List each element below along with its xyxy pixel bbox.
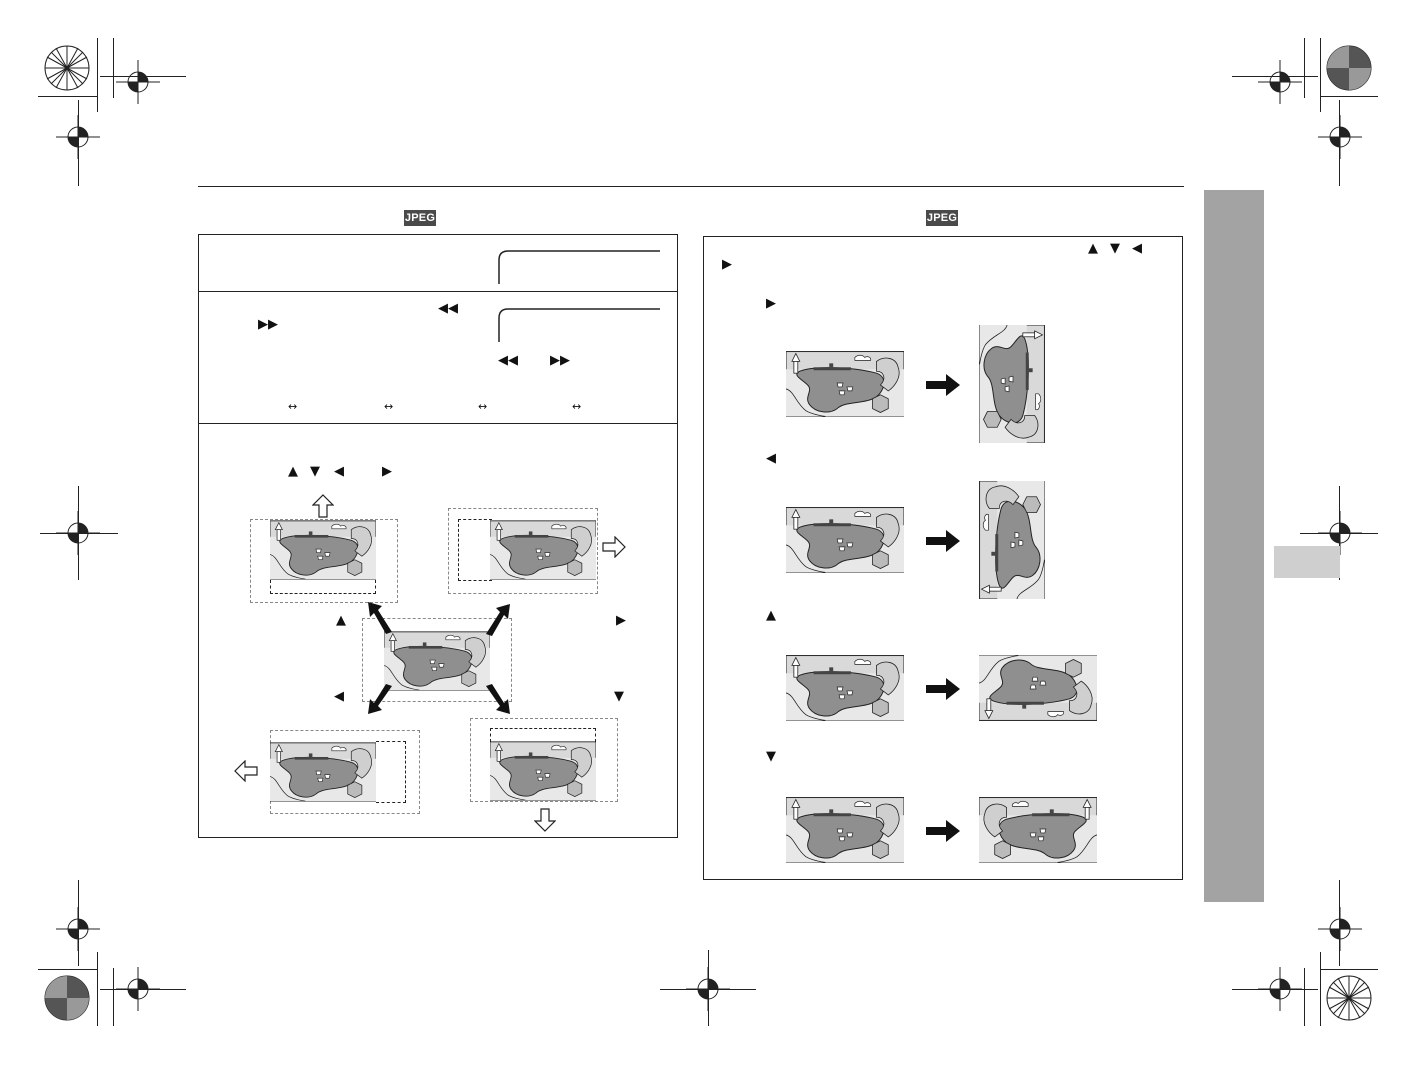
right-icon: ▶: [616, 613, 626, 628]
left-icon: ◀: [334, 689, 344, 704]
sidebar-strip: [1204, 190, 1264, 902]
visible-frame: [490, 728, 596, 742]
target-circle-icon: [1326, 975, 1372, 1021]
crosshair-icon: [1318, 907, 1362, 951]
down-icon: ▼: [766, 749, 776, 764]
hollow-up-arrow-icon: [312, 494, 334, 518]
jpeg-badge-right: JPEG: [926, 210, 958, 226]
fast-forward-icon: ▶▶: [258, 317, 278, 332]
pan-area-outline: [250, 519, 398, 603]
swap-icon: ↔: [288, 400, 298, 413]
pan-up-picture: [270, 519, 376, 581]
arrow-up-left-icon: [368, 602, 392, 634]
original-picture: [786, 507, 904, 573]
swap-icon: ↔: [572, 400, 582, 413]
swap-icon: ↔: [384, 400, 394, 413]
rewind-icon: ◀◀: [498, 353, 518, 368]
rewind-icon: ◀◀: [438, 301, 458, 316]
original-picture: [786, 655, 904, 721]
swap-icon: ↔: [478, 400, 488, 413]
rotated-right-picture: [979, 325, 1045, 443]
pan-area-outline: [362, 618, 512, 702]
big-right-arrow-icon: [926, 678, 960, 700]
big-right-arrow-icon: [926, 374, 960, 396]
left-icon: ◀: [1132, 241, 1142, 256]
hollow-right-arrow-icon: [602, 536, 626, 558]
visible-frame: [376, 741, 406, 803]
jpeg-badge-left: JPEG: [404, 210, 436, 226]
row-divider: [199, 423, 677, 424]
big-right-arrow-icon: [926, 820, 960, 842]
row-divider: [199, 291, 677, 292]
hollow-down-arrow-icon: [534, 808, 556, 832]
pan-area-outline: [448, 508, 598, 594]
pan-right-picture: [490, 519, 596, 581]
pan-down-picture: [490, 740, 596, 802]
target-circle-icon: [44, 975, 90, 1021]
pan-left-picture: [270, 741, 376, 803]
arrow-down-right-icon: [486, 684, 510, 714]
down-icon: ▼: [614, 689, 624, 704]
crosshair-icon: [116, 60, 160, 104]
up-icon: ▲: [766, 608, 776, 623]
hollow-left-arrow-icon: [234, 760, 258, 782]
center-picture: [384, 630, 490, 692]
right-icon: ▶: [722, 257, 732, 272]
arrow-down-left-icon: [368, 684, 392, 714]
target-circle-icon: [1326, 45, 1372, 91]
arrow-up-right-icon: [486, 604, 510, 636]
flipped-horizontal-picture: [979, 797, 1097, 863]
callout-bracket: [498, 250, 660, 284]
left-icon: ◀: [334, 464, 344, 479]
down-icon: ▼: [310, 464, 320, 479]
crosshair-icon: [1318, 115, 1362, 159]
flipped-vertical-picture: [979, 655, 1097, 721]
visible-frame: [458, 519, 492, 581]
up-icon: ▲: [1088, 241, 1098, 256]
left-icon: ◀: [766, 451, 776, 466]
header-rule: [198, 186, 1184, 187]
big-right-arrow-icon: [926, 530, 960, 552]
original-picture: [786, 797, 904, 863]
fast-forward-icon: ▶▶: [550, 353, 570, 368]
pan-area-outline: [470, 718, 618, 802]
target-circle-icon: [44, 45, 90, 91]
down-icon: ▼: [1110, 241, 1120, 256]
right-icon: ▶: [382, 464, 392, 479]
visible-frame: [270, 580, 376, 594]
crosshair-icon: [1258, 60, 1302, 104]
right-icon: ▶: [766, 296, 776, 311]
right-panel: [703, 236, 1183, 880]
up-icon: ▲: [336, 613, 346, 628]
up-icon: ▲: [288, 464, 298, 479]
rotated-left-picture: [979, 481, 1045, 599]
chapter-tab: [1274, 546, 1340, 578]
original-picture: [786, 351, 904, 417]
callout-bracket: [498, 308, 660, 342]
